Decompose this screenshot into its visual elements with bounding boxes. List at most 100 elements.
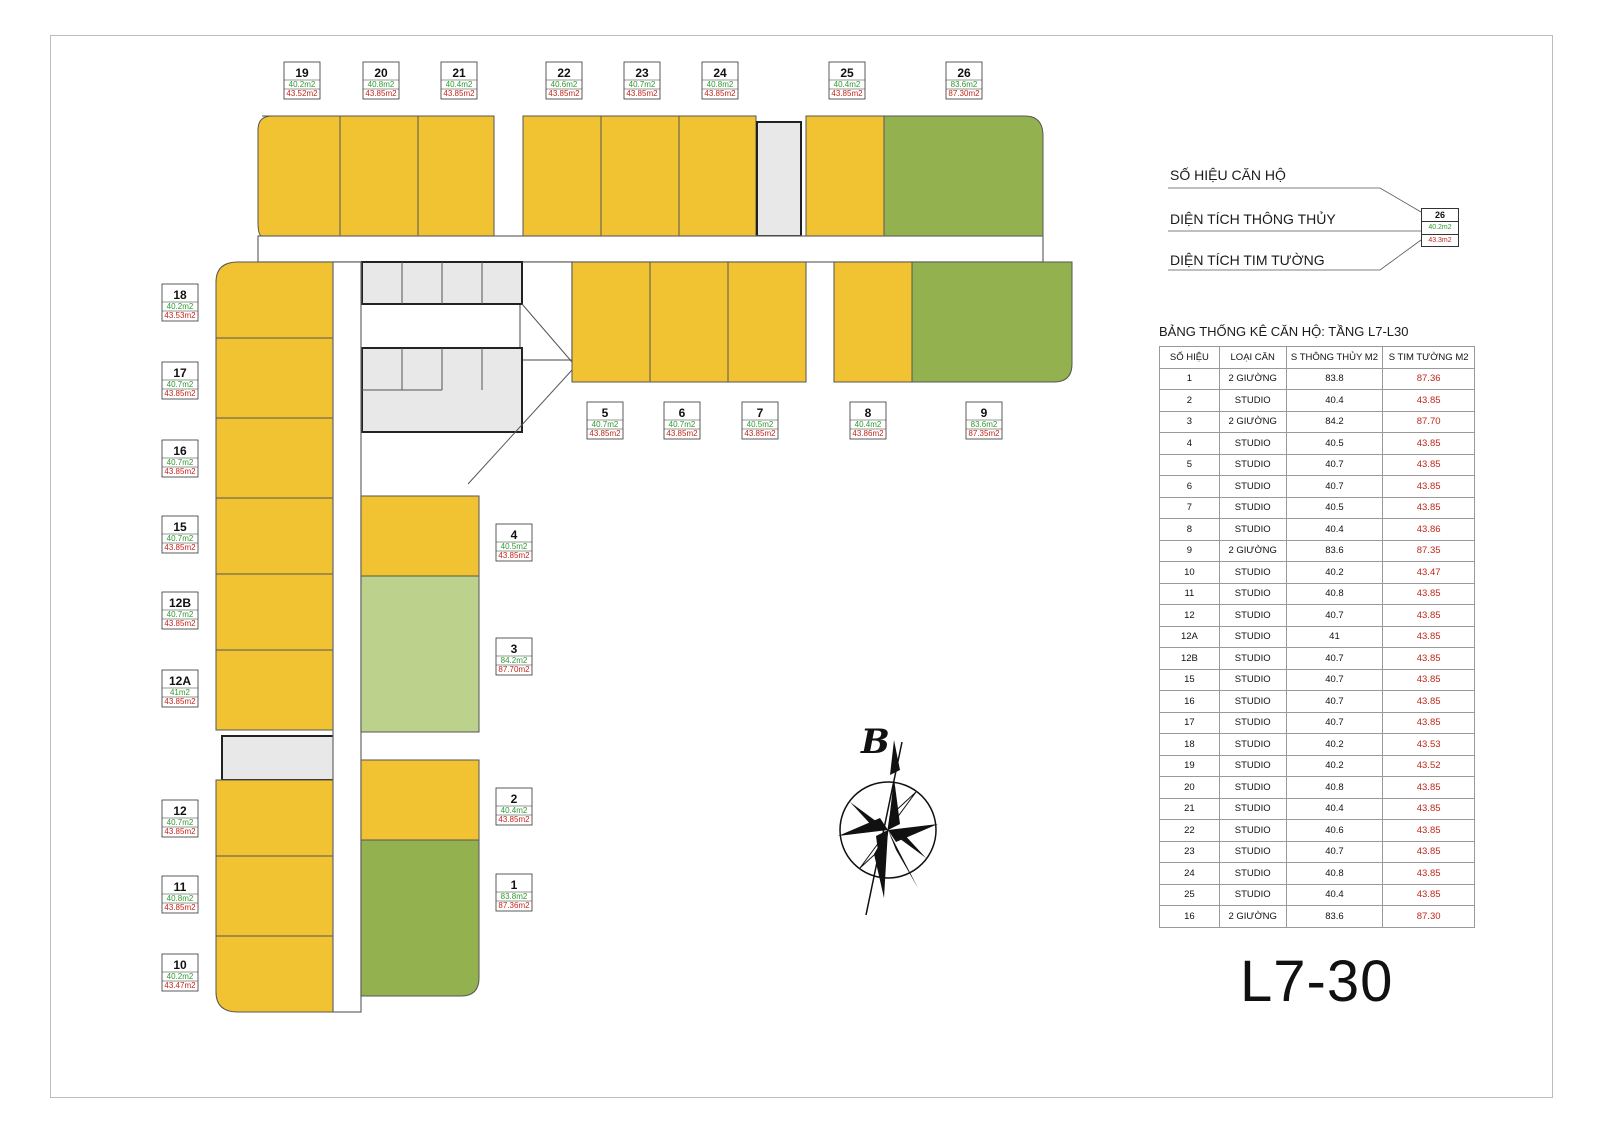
unit-tag-thong-thuy: 40.4m2: [834, 80, 861, 89]
unit-tag-tim-tuong: 87.30m2: [948, 89, 980, 98]
unit-tag-number: 4: [511, 528, 518, 542]
cell-thong-thuy: 40.7: [1285, 840, 1384, 863]
cell-thong-thuy: 83.6: [1285, 905, 1384, 928]
cell-thong-thuy: 40.7: [1285, 711, 1384, 734]
unit-tag-tim-tuong: 43.85m2: [164, 543, 196, 552]
cell-thong-thuy: 40.8: [1285, 862, 1384, 885]
cell-loai-can: 2 GIƯỜNG: [1218, 905, 1287, 928]
cell-loai-can: STUDIO: [1218, 862, 1287, 885]
table-title: BẢNG THỐNG KÊ CĂN HỘ: TẦNG L7-L30: [1159, 324, 1409, 339]
cell-thong-thuy: 40.6: [1285, 819, 1384, 842]
cell-thong-thuy: 40.8: [1285, 776, 1384, 799]
unit-tag-box: [161, 515, 199, 554]
cell-tim-tuong: 43.85: [1382, 389, 1475, 412]
legend-thong-thuy: DIỆN TÍCH THÔNG THỦY: [1170, 211, 1336, 227]
north-wing: [257, 115, 1044, 263]
unit-tag-thong-thuy: 40.7m2: [167, 458, 194, 467]
unit-tag-number: 22: [557, 66, 571, 80]
cell-so-hieu: 17: [1159, 711, 1220, 734]
cell-tim-tuong: 43.85: [1382, 690, 1475, 713]
unit-tag-box: [161, 875, 199, 914]
col-header-so-hieu: SỐ HIỆU: [1159, 346, 1220, 369]
cell-loai-can: 2 GIƯỜNG: [1218, 410, 1287, 433]
cell-loai-can: STUDIO: [1218, 819, 1287, 842]
unit-tag-tim-tuong: 43.85m2: [365, 89, 397, 98]
cell-loai-can: STUDIO: [1218, 518, 1287, 541]
unit-tag-thong-thuy: 41m2: [170, 688, 191, 697]
unit-tag-box: [663, 401, 701, 440]
unit-tag-box: [945, 61, 983, 100]
cell-tim-tuong: 43.85: [1382, 582, 1475, 605]
unit-tag-thong-thuy: 84.2m2: [501, 656, 528, 665]
cell-so-hieu: 21: [1159, 797, 1220, 820]
cell-so-hieu: 10: [1159, 561, 1220, 584]
unit-tag-number: 1: [511, 878, 518, 892]
unit-tag-number: 12: [173, 804, 187, 818]
unit-tag-box: [283, 61, 321, 100]
cell-so-hieu: 20: [1159, 776, 1220, 799]
east-wing: [519, 261, 1073, 383]
cell-tim-tuong: 43.85: [1382, 625, 1475, 648]
unit-tag-thong-thuy: 83.6m2: [971, 420, 998, 429]
unit-tag-number: 20: [374, 66, 388, 80]
unit-tag-tim-tuong: 43.85m2: [164, 827, 196, 836]
unit-tag-box: [161, 439, 199, 478]
unit-tag-thong-thuy: 83.8m2: [501, 892, 528, 901]
cell-so-hieu: 9: [1159, 539, 1220, 562]
unit-tag-number: 9: [981, 406, 988, 420]
cell-loai-can: STUDIO: [1218, 604, 1287, 627]
cell-thong-thuy: 40.7: [1285, 647, 1384, 670]
cell-tim-tuong: 43.85: [1382, 776, 1475, 799]
unit-tag-box: [161, 361, 199, 400]
unit-tag-thong-thuy: 40.7m2: [592, 420, 619, 429]
cell-loai-can: STUDIO: [1218, 625, 1287, 648]
cell-tim-tuong: 43.47: [1382, 561, 1475, 584]
unit-tag-box: [495, 637, 533, 676]
unit-tag-thong-thuy: 40.2m2: [167, 972, 194, 981]
cell-thong-thuy: 40.2: [1285, 754, 1384, 777]
unit-tag-thong-thuy: 40.8m2: [368, 80, 395, 89]
unit-tag-tim-tuong: 43.85m2: [831, 89, 863, 98]
unit-tag-thong-thuy: 40.5m2: [747, 420, 774, 429]
unit-tag-thong-thuy: 40.7m2: [167, 610, 194, 619]
cell-so-hieu: 18: [1159, 733, 1220, 756]
cell-loai-can: STUDIO: [1218, 797, 1287, 820]
cell-thong-thuy: 40.7: [1285, 453, 1384, 476]
cell-loai-can: STUDIO: [1218, 711, 1287, 734]
cell-thong-thuy: 40.5: [1285, 496, 1384, 519]
cell-thong-thuy: 40.7: [1285, 475, 1384, 498]
drawing-frame: [50, 35, 1553, 1098]
cell-so-hieu: 12: [1159, 604, 1220, 627]
apartment-stats-table: SỐ HIỆU LOẠI CĂN S THÔNG THỦY M2 S TIM T…: [1159, 346, 1475, 928]
unit-tag-number: 12A: [169, 674, 191, 688]
unit-tag-tim-tuong: 43.85m2: [744, 429, 776, 438]
unit-tag-box: [440, 61, 478, 100]
cell-loai-can: 2 GIƯỜNG: [1218, 539, 1287, 562]
cell-so-hieu: 11: [1159, 582, 1220, 605]
cell-tim-tuong: 43.85: [1382, 797, 1475, 820]
cell-thong-thuy: 40.2: [1285, 733, 1384, 756]
unit-tag-box: [741, 401, 779, 440]
cell-so-hieu: 1: [1159, 367, 1220, 390]
unit-tag-tim-tuong: 43.85m2: [164, 903, 196, 912]
